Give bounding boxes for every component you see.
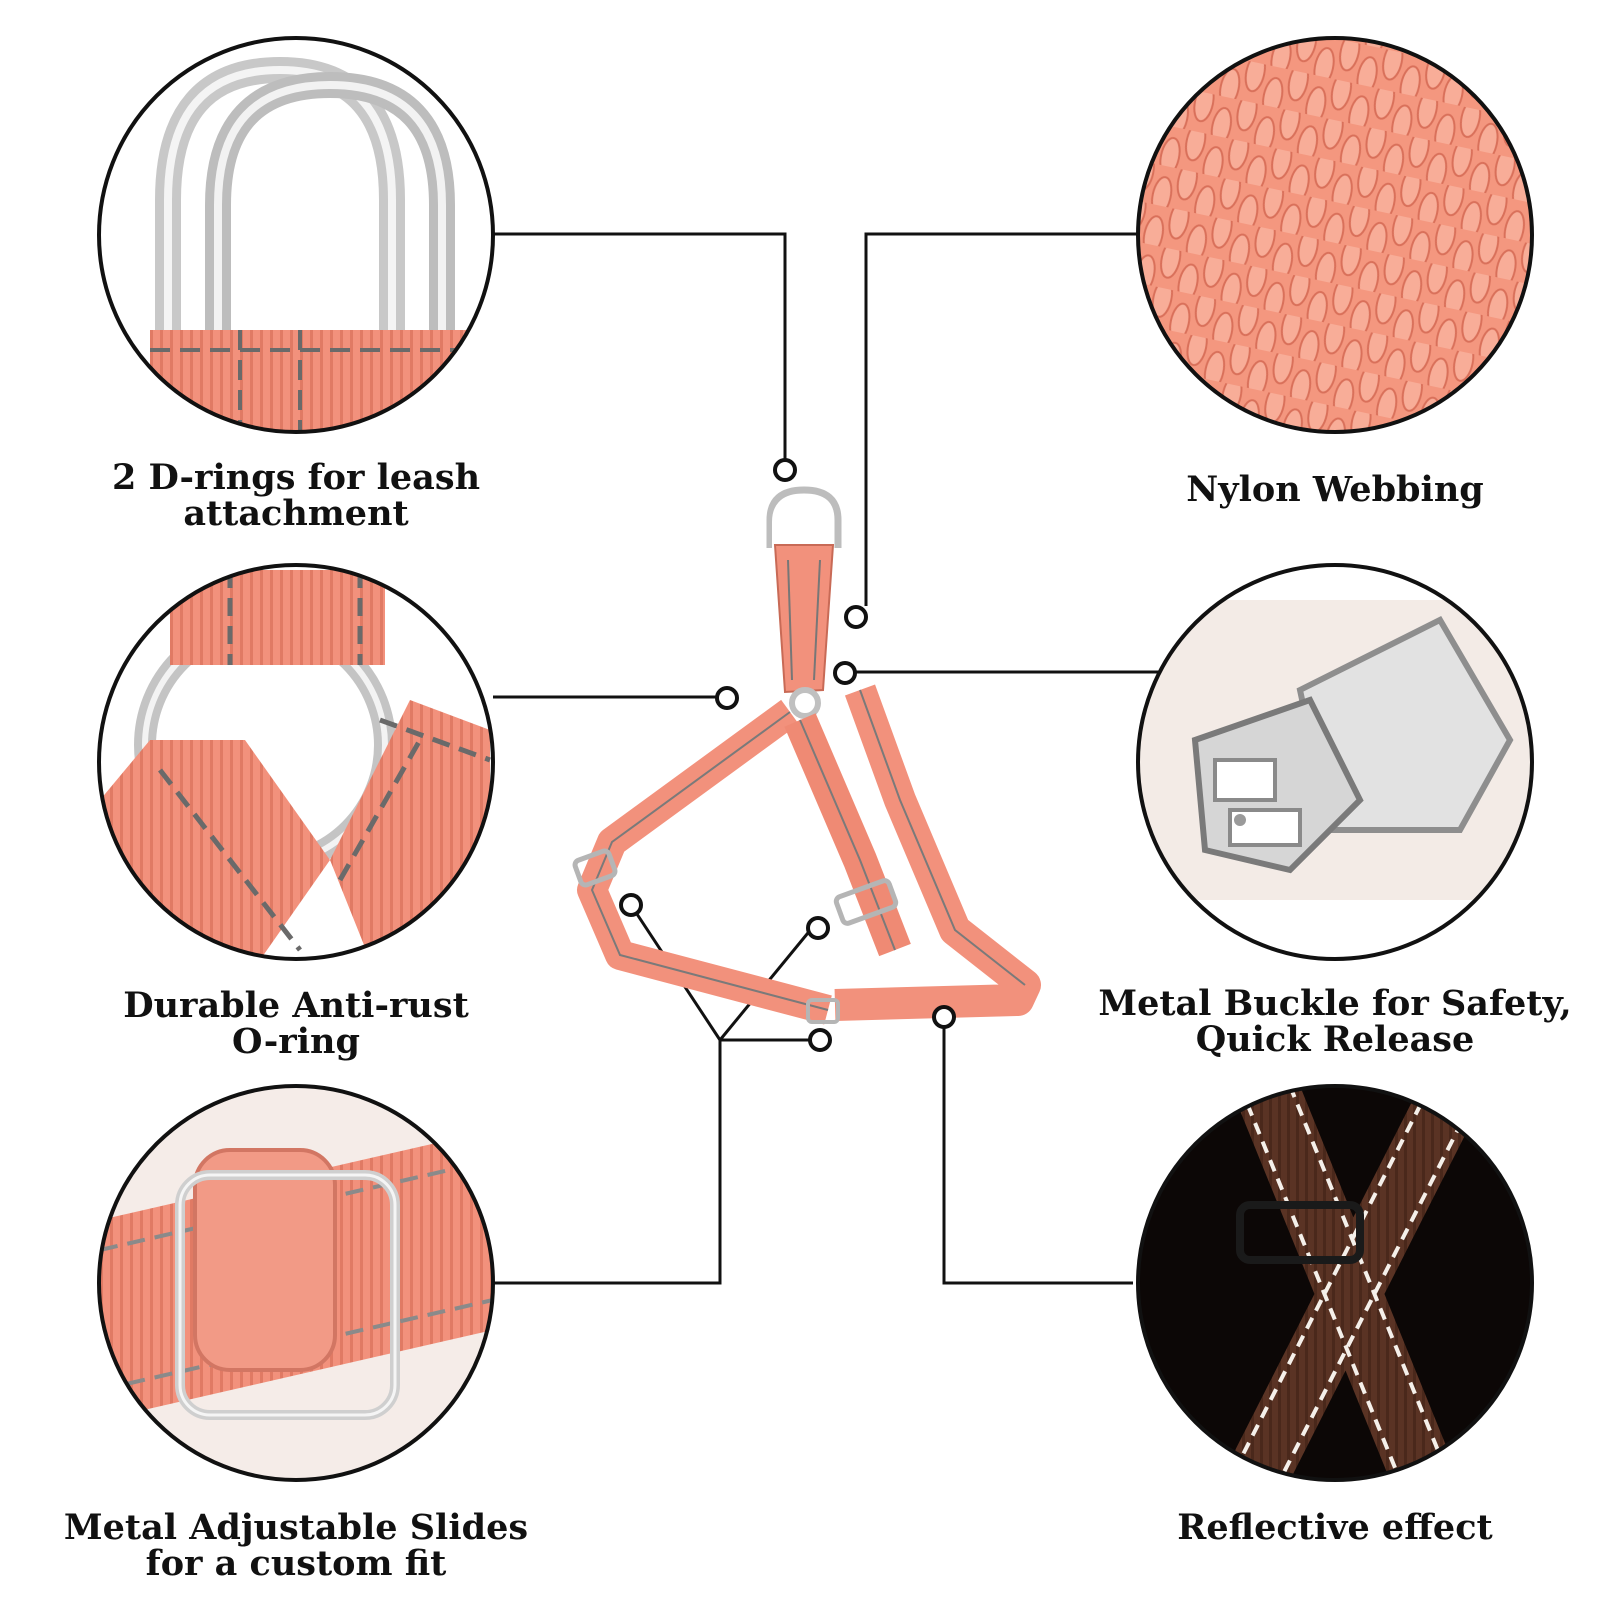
caption-metal-buckle: Metal Buckle for Safety, Quick Release (1090, 986, 1580, 1058)
o-ring-closeup (97, 563, 495, 961)
connector-nylon-webbing (864, 232, 1137, 606)
dot-nylon-webbing (844, 605, 868, 629)
caption-adjustable-slides-line-1: Metal Adjustable Slides (63, 1507, 529, 1548)
caption-nylon-webbing-line-1: Nylon Webbing (1186, 469, 1484, 510)
caption-d-rings-line-2: attachment (183, 493, 409, 534)
caption-d-rings-line-1: 2 D-rings for leash (111, 457, 481, 498)
o-ring-circle-border (97, 563, 495, 961)
d-rings-closeup (97, 36, 495, 434)
caption-reflective: Reflective effect (1135, 1510, 1535, 1546)
dot-slides-right (806, 916, 830, 940)
left-slide-icon (572, 848, 618, 888)
adjustable-slides-closeup (97, 1084, 495, 1482)
right-slide-icon (833, 878, 899, 926)
nylon-webbing-circle-border (1136, 36, 1534, 434)
nylon-webbing-closeup (1136, 36, 1534, 434)
top-d-ring-icon (766, 486, 842, 548)
caption-d-rings: 2 D-rings for leash attachment (96, 460, 496, 532)
caption-adjustable-slides: Metal Adjustable Slides for a custom fit (56, 1510, 536, 1582)
reflective-closeup (1136, 1084, 1534, 1482)
connector-dots (619, 458, 956, 1052)
dot-slides-left (619, 893, 643, 917)
metal-buckle-circle-border (1136, 563, 1534, 961)
caption-o-ring: Durable Anti-rust O-ring (96, 988, 496, 1060)
connector-d-rings (493, 232, 787, 460)
dot-o-ring (715, 686, 739, 710)
connector-reflective (942, 1017, 1133, 1285)
reflective-circle-border (1136, 1084, 1534, 1482)
caption-metal-buckle-line-2: Quick Release (1195, 1019, 1475, 1060)
metal-buckle-closeup (1136, 563, 1534, 961)
neck-strap (773, 544, 835, 694)
harness-illustration (572, 486, 1041, 1025)
adjustable-slides-circle-border (97, 1084, 495, 1482)
caption-o-ring-line-2: O-ring (232, 1021, 360, 1062)
dot-reflective (932, 1005, 956, 1029)
connector-slides (493, 1040, 722, 1285)
center-o-ring-icon (789, 687, 821, 719)
caption-o-ring-line-1: Durable Anti-rust (123, 985, 469, 1026)
d-rings-circle-border (97, 36, 495, 434)
dot-slides-mid (808, 1028, 832, 1052)
caption-reflective-line-1: Reflective effect (1177, 1507, 1493, 1548)
caption-nylon-webbing: Nylon Webbing (1135, 472, 1535, 508)
caption-metal-buckle-line-1: Metal Buckle for Safety, (1098, 983, 1572, 1024)
dot-d-rings (773, 458, 797, 482)
caption-adjustable-slides-line-2: for a custom fit (145, 1543, 447, 1584)
left-chest-strap (577, 699, 832, 1025)
dot-metal-buckle (833, 661, 857, 685)
bottom-buckle-icon (806, 998, 840, 1024)
